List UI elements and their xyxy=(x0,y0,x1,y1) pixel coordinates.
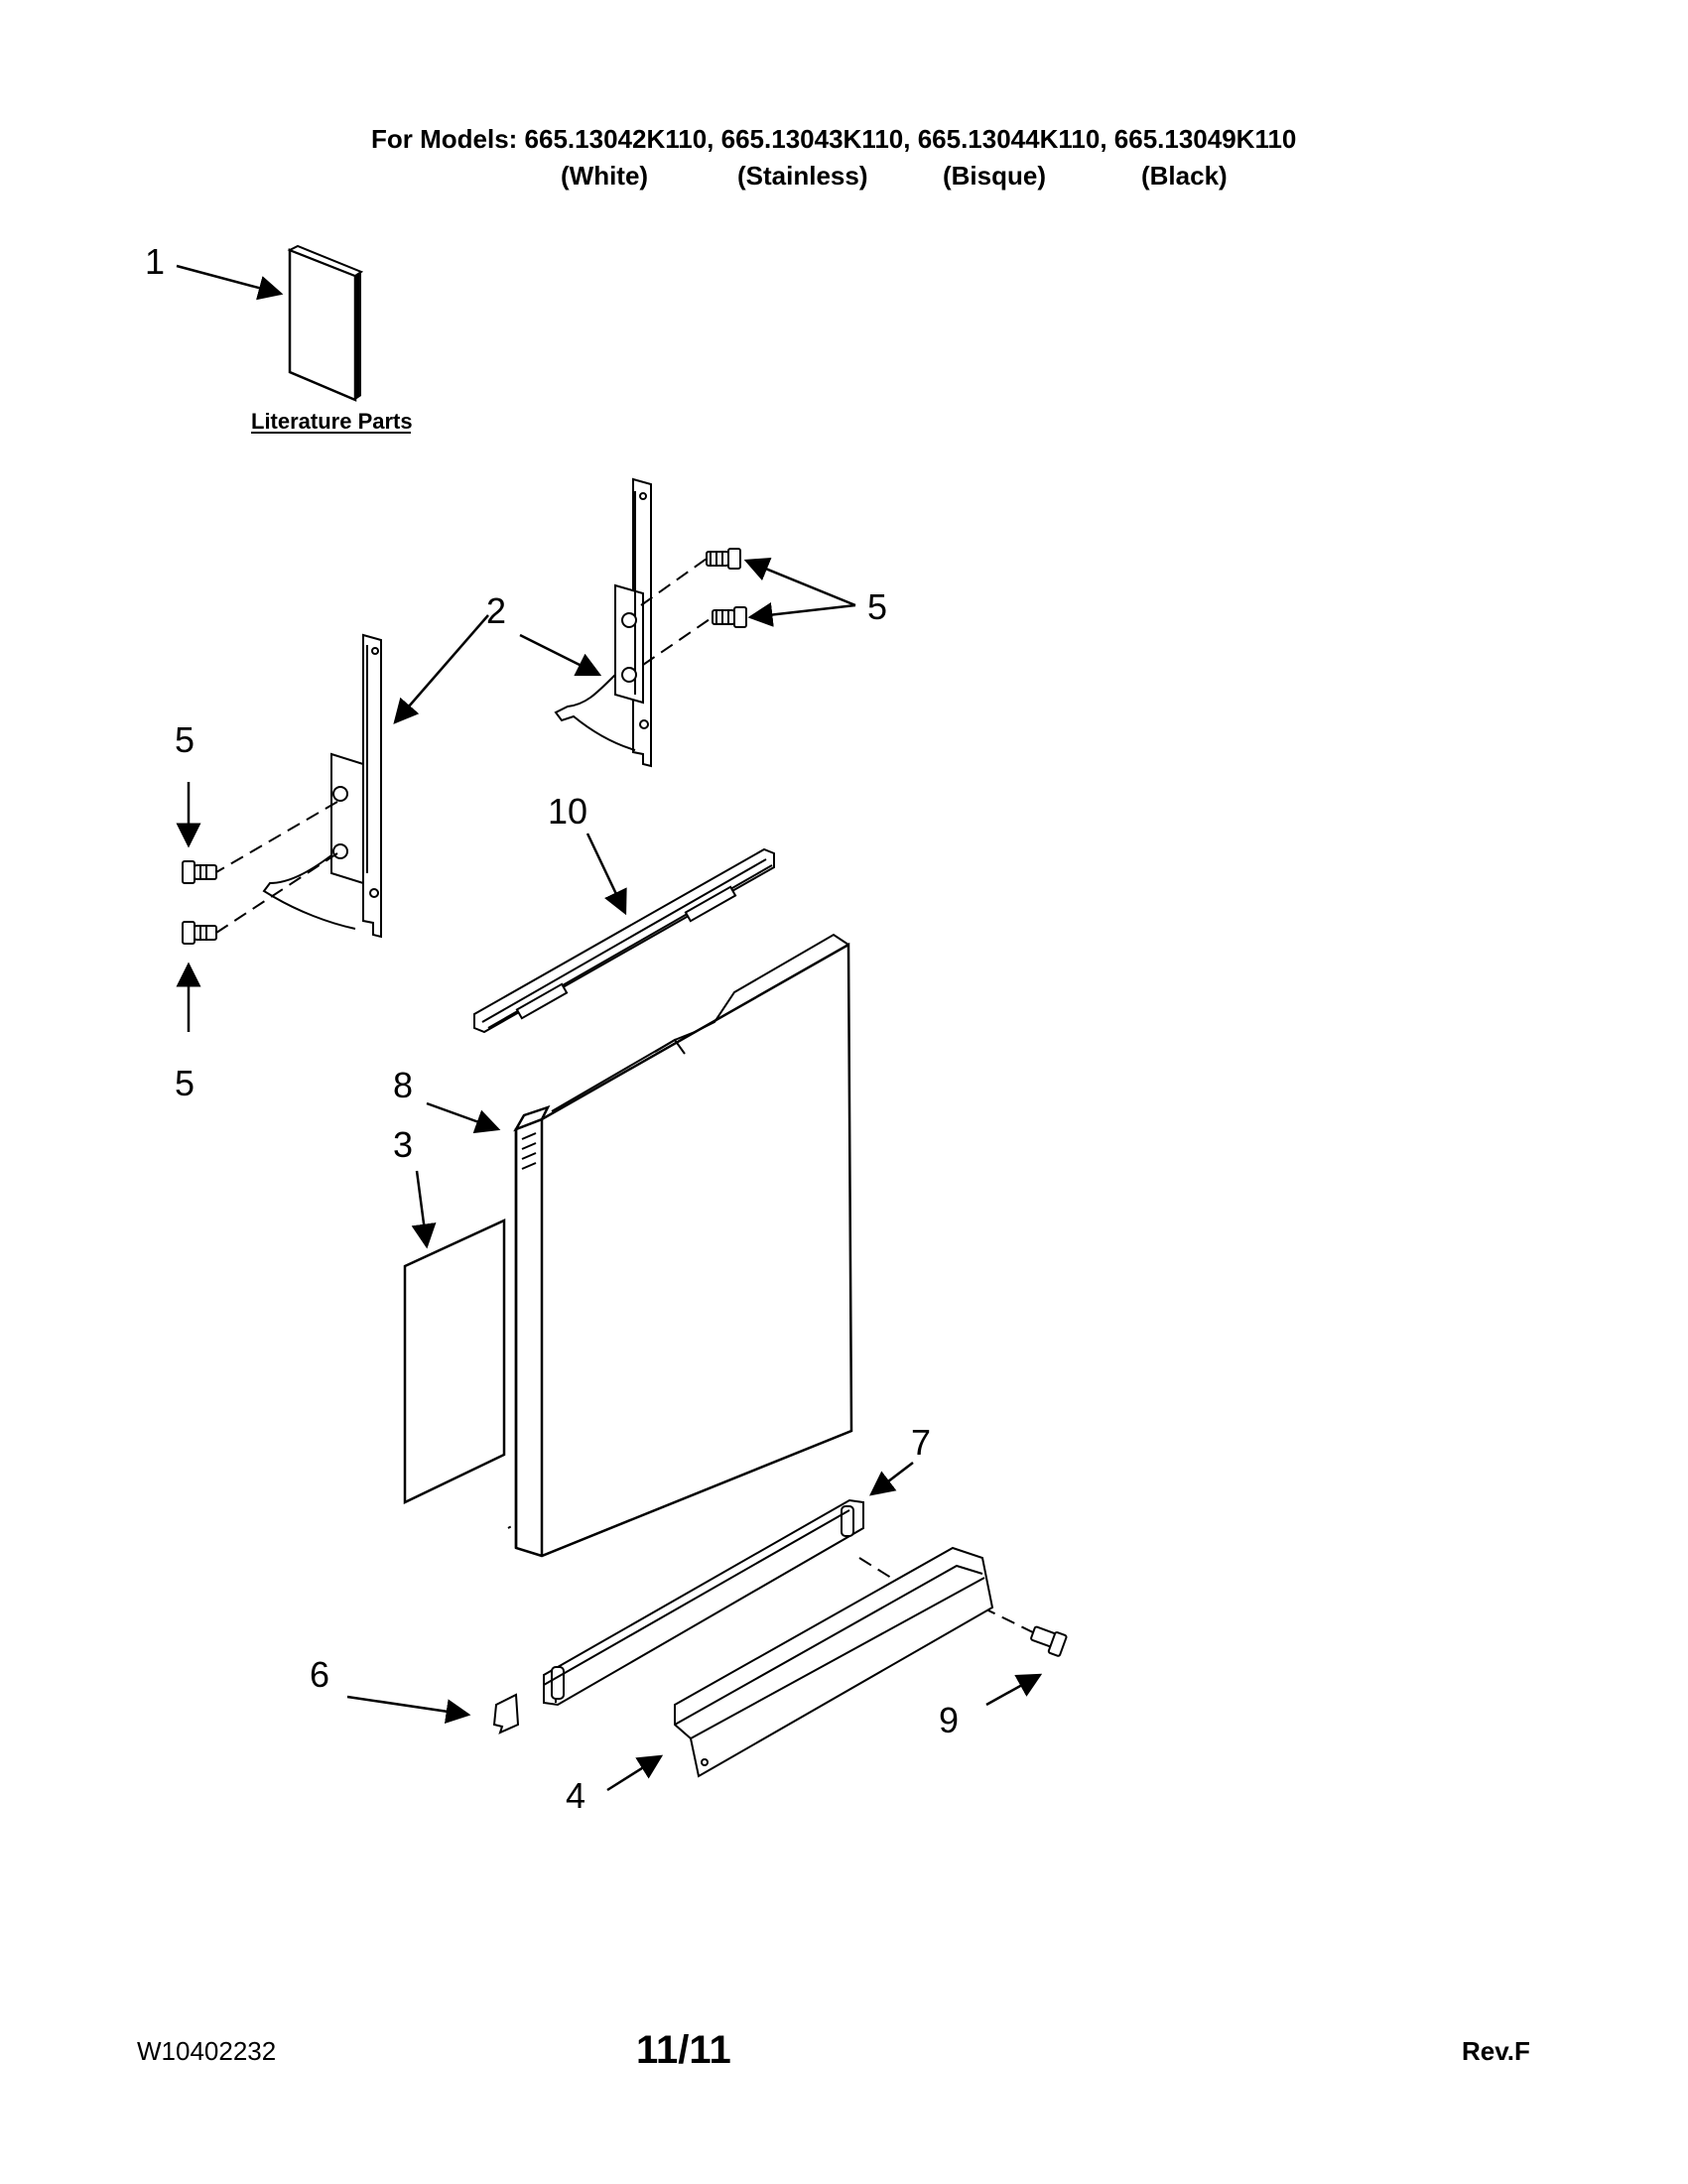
screw-left-1 xyxy=(182,860,217,884)
door-clip xyxy=(492,1693,520,1734)
models-line: For Models: 665.13042K110, 665.13043K110… xyxy=(371,124,1297,154)
callout-5-upper: 5 xyxy=(867,586,887,627)
screw-left-2 xyxy=(182,921,217,945)
variant-stainless: (Stainless) xyxy=(737,161,868,191)
callout-7: 7 xyxy=(911,1422,931,1463)
revision-label: Rev.F xyxy=(1462,2036,1530,2066)
toe-panel-screw xyxy=(1030,1625,1068,1657)
hinge-bracket-right xyxy=(554,477,652,768)
callout-5-left-top: 5 xyxy=(175,719,195,760)
variant-bisque: (Bisque) xyxy=(943,161,1046,191)
variant-white: (White) xyxy=(561,161,649,191)
callout-9: 9 xyxy=(939,1700,959,1740)
document-number: W10402232 xyxy=(137,2036,277,2066)
literature-parts-label: Literature Parts xyxy=(251,409,413,434)
callout-5-left-bottom: 5 xyxy=(175,1063,195,1103)
callout-8: 8 xyxy=(393,1065,413,1105)
hinge-bracket-left xyxy=(262,633,382,939)
leader-arrows xyxy=(176,264,1043,1792)
assembly-lines xyxy=(215,558,1048,1640)
literature-booklet xyxy=(287,244,364,402)
callout-1: 1 xyxy=(145,241,165,282)
callout-4: 4 xyxy=(566,1775,585,1816)
callout-3: 3 xyxy=(393,1124,413,1165)
toe-kick-panel xyxy=(674,1546,994,1778)
page-number: 11/11 xyxy=(636,2028,731,2072)
callout-10: 10 xyxy=(548,791,587,832)
callout-2: 2 xyxy=(486,590,506,631)
door-top-channel xyxy=(473,847,775,1034)
door-insulation-sheet xyxy=(403,1219,506,1504)
outer-door-panel xyxy=(513,933,853,1558)
toe-panel-channel xyxy=(543,1498,864,1707)
screw-upper-2 xyxy=(712,606,747,628)
variant-black: (Black) xyxy=(1141,161,1228,191)
callout-6: 6 xyxy=(310,1654,329,1695)
screw-upper-1 xyxy=(706,548,741,570)
